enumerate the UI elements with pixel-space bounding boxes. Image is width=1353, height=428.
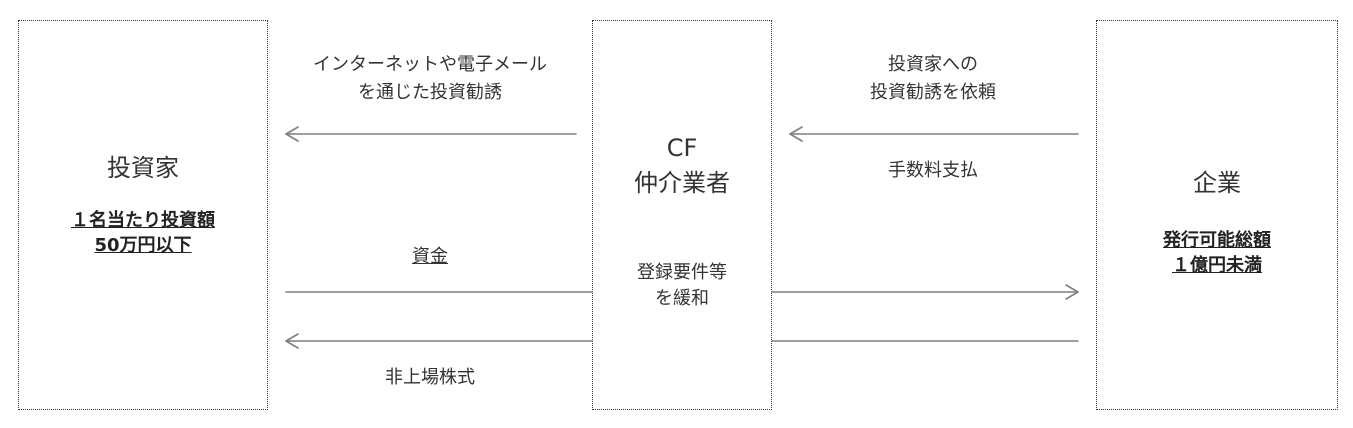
solicitation-label-line1: インターネットや電子メール: [313, 54, 547, 75]
investor-title: 投資家: [107, 154, 179, 182]
broker-relief-line1: 登録要件等: [637, 262, 727, 283]
solicitation-label-line2: を通じた投資勧誘: [358, 82, 502, 103]
investor-limit-line1: １名当たり投資額: [71, 210, 215, 231]
investor-limit-line2: 50万円以下: [94, 235, 192, 256]
company-limit-line1: 発行可能総額: [1163, 230, 1271, 251]
funds-arrow: [285, 284, 1079, 300]
shares-arrow: [285, 333, 1079, 349]
company-title: 企業: [1193, 169, 1241, 197]
solicitation-arrow: [285, 126, 577, 142]
broker-title-line2: 仲介業者: [634, 169, 730, 197]
shares-label: 非上場株式: [385, 367, 475, 388]
investor-box: [18, 20, 268, 410]
company-box: [1096, 20, 1338, 410]
fee-label: 手数料支払: [888, 160, 978, 181]
broker-relief-line2: を緩和: [655, 288, 709, 309]
broker-title-line1: CF: [666, 134, 698, 162]
request-label-line1: 投資家への: [888, 54, 978, 75]
request-label-line2: 投資勧誘を依頼: [870, 82, 996, 103]
funds-label: 資金: [412, 246, 448, 267]
request-arrow: [789, 126, 1079, 142]
company-limit-line2: １億円未満: [1172, 255, 1262, 276]
cf-broker-box: [592, 20, 772, 410]
